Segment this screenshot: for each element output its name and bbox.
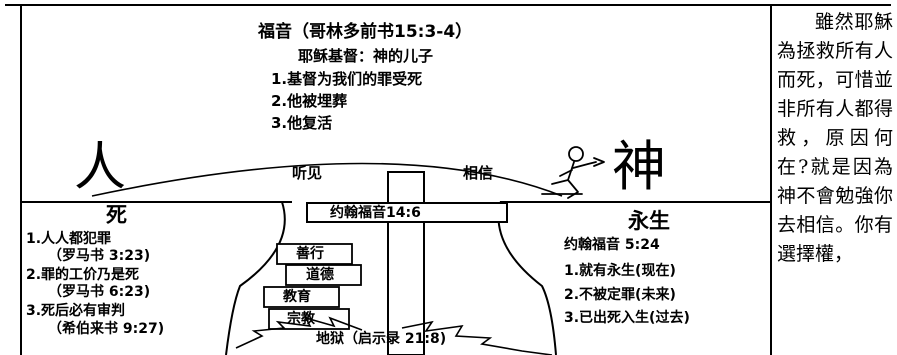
eternal-reference: 约翰福音 5:24	[564, 237, 660, 253]
death-title: 死	[106, 202, 127, 227]
death-item: 2.罪的工价乃是死	[26, 267, 140, 283]
hear-label: 听见	[292, 164, 323, 182]
block-good-works: 善行	[296, 246, 324, 262]
gospel-diagram: 福音（哥林多前书15:3-4） 耶稣基督：神的儿子 1.基督为我们的罪受死 2.…	[20, 6, 772, 355]
gospel-subtitle: 耶稣基督：神的儿子	[298, 47, 434, 65]
running-man-icon	[541, 146, 605, 199]
eternal-item: 1.就有永生(现在)	[564, 263, 676, 279]
gospel-point: 1.基督为我们的罪受死	[271, 70, 423, 88]
death-ref: （希伯来书 9:27)	[48, 321, 165, 337]
eternal-item: 3.已出死入生(过去)	[564, 310, 690, 326]
gospel-point: 3.他复活	[271, 114, 333, 132]
believe-label: 相信	[463, 164, 494, 182]
gospel-title: 福音（哥林多前书15:3-4）	[258, 22, 473, 42]
side-paragraph: 雖然耶穌為拯救所有人而死，可惜並非所有人都得救，原因何在?就是因為神不會勉強你去…	[777, 11, 893, 265]
death-item: 1.人人都犯罪	[26, 231, 112, 247]
frame-top-border	[5, 4, 891, 6]
man-symbol: 人	[74, 138, 127, 198]
diagram-graphics	[22, 146, 772, 355]
chasm-right-wall	[497, 201, 557, 355]
hell-label: 地狱（启示录 21:8)	[316, 331, 447, 347]
block-education: 教育	[283, 289, 311, 305]
death-ref: （罗马书 3:23)	[48, 248, 151, 264]
hell-flames	[235, 316, 553, 355]
block-morality: 道德	[306, 267, 334, 283]
eternal-title: 永生	[628, 208, 670, 233]
block-religion: 宗教	[287, 311, 315, 327]
god-symbol: 神	[612, 135, 666, 198]
cross	[306, 171, 508, 355]
eternal-item: 2.不被定罪(未来)	[564, 287, 676, 303]
cross-reference: 约翰福音14:6	[330, 205, 421, 221]
chasm-left-wall	[225, 201, 286, 355]
path-arc	[91, 162, 563, 197]
death-ref: （罗马书 6:23)	[48, 284, 151, 300]
gospel-point: 2.他被埋葬	[271, 92, 348, 110]
death-item: 3.死后必有审判	[26, 303, 126, 319]
